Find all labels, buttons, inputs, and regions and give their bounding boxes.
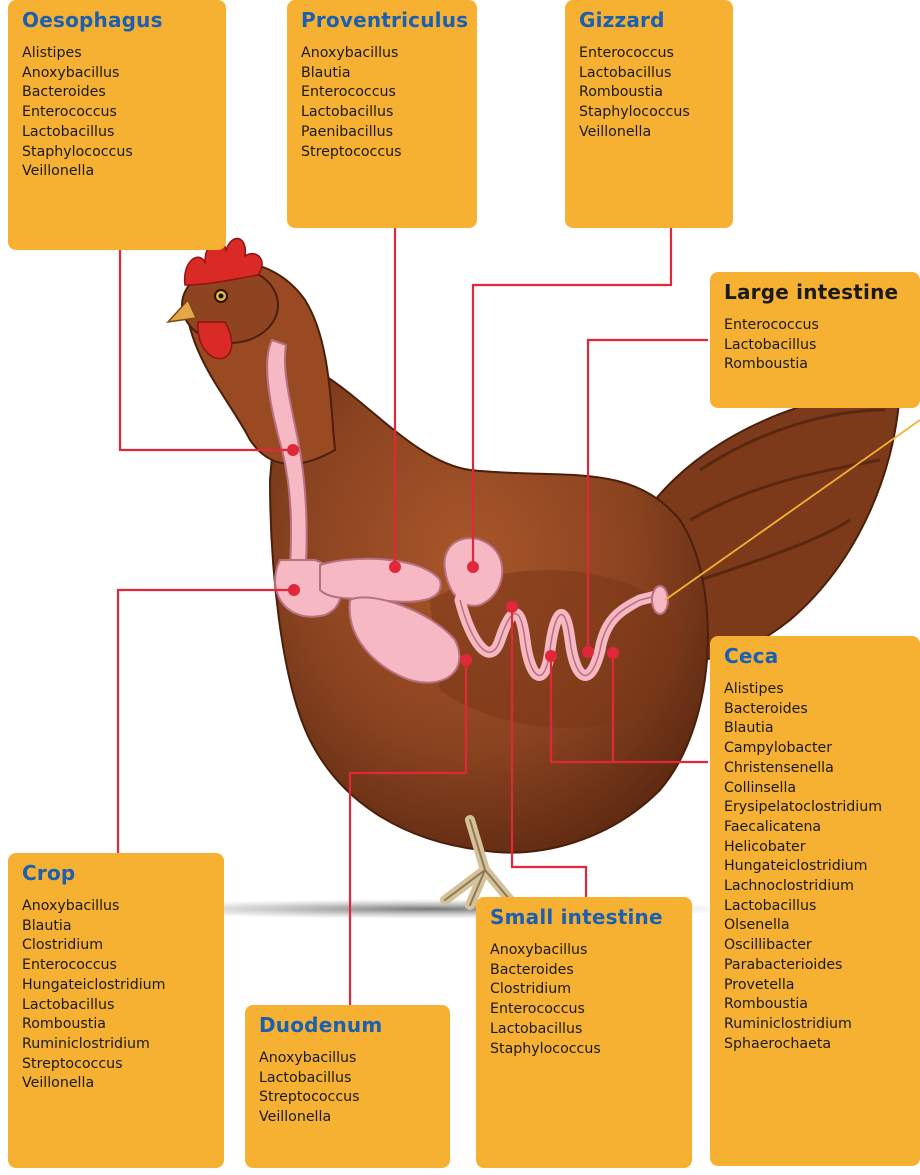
bacteria-item: Romboustia bbox=[579, 83, 719, 103]
bacteria-item: Faecalicatena bbox=[724, 818, 906, 838]
small-intestine-title: Small intestine bbox=[490, 905, 678, 929]
bacteria-item: Lactobacillus bbox=[490, 1020, 678, 1040]
bacteria-item: Ruminiclostridium bbox=[724, 1015, 906, 1035]
bacteria-item: Anoxybacillus bbox=[22, 64, 212, 84]
bacteria-item: Campylobacter bbox=[724, 739, 906, 759]
bacteria-item: Parabacterioides bbox=[724, 956, 906, 976]
bacteria-item: Veillonella bbox=[259, 1108, 436, 1128]
bacteria-item: Bacteroides bbox=[490, 961, 678, 981]
bacteria-item: Hungateiclostridium bbox=[724, 857, 906, 877]
bacteria-item: Lactobacillus bbox=[22, 123, 212, 143]
bacteria-item: Enterococcus bbox=[22, 956, 210, 976]
bacteria-item: Clostridium bbox=[490, 980, 678, 1000]
large-intestine-title: Large intestine bbox=[724, 280, 906, 304]
bacteria-item: Bacteroides bbox=[22, 83, 212, 103]
bacteria-item: Anoxybacillus bbox=[490, 941, 678, 961]
bacteria-item: Lactobacillus bbox=[259, 1069, 436, 1089]
bacteria-item: Staphylococcus bbox=[22, 143, 212, 163]
bacteria-item: Helicobater bbox=[724, 838, 906, 858]
crop-title: Crop bbox=[22, 861, 210, 885]
bacteria-item: Enterococcus bbox=[301, 83, 463, 103]
bacteria-item: Alistipes bbox=[22, 44, 212, 64]
bacteria-item: Enterococcus bbox=[724, 316, 906, 336]
bacteria-item: Clostridium bbox=[22, 936, 210, 956]
bacteria-item: Alistipes bbox=[724, 680, 906, 700]
bacteria-item: Blautia bbox=[301, 64, 463, 84]
bacteria-item: Lactobacillus bbox=[724, 897, 906, 917]
bacteria-item: Romboustia bbox=[724, 995, 906, 1015]
bacteria-item: Enterococcus bbox=[22, 103, 212, 123]
bacteria-item: Veillonella bbox=[22, 1074, 210, 1094]
bacteria-item: Enterococcus bbox=[490, 1000, 678, 1020]
bacteria-item: Blautia bbox=[22, 917, 210, 937]
bacteria-item: Collinsella bbox=[724, 779, 906, 799]
bacteria-item: Olsenella bbox=[724, 916, 906, 936]
bacteria-item: Romboustia bbox=[724, 355, 906, 375]
bacteria-item: Veillonella bbox=[579, 123, 719, 143]
bacteria-item: Lactobacillus bbox=[22, 996, 210, 1016]
bacteria-item: Streptococcus bbox=[22, 1055, 210, 1075]
gizzard-title: Gizzard bbox=[579, 8, 719, 32]
bacteria-item: Lactobacillus bbox=[301, 103, 463, 123]
proventriculus-title: Proventriculus bbox=[301, 8, 463, 32]
bacteria-item: Veillonella bbox=[22, 162, 212, 182]
bacteria-item: Lactobacillus bbox=[579, 64, 719, 84]
duodenum-title: Duodenum bbox=[259, 1013, 436, 1037]
bacteria-item: Staphylococcus bbox=[490, 1040, 678, 1060]
bacteria-item: Paenibacillus bbox=[301, 123, 463, 143]
bacteria-item: Lachnoclostridium bbox=[724, 877, 906, 897]
bacteria-item: Anoxybacillus bbox=[301, 44, 463, 64]
bacteria-item: Erysipelatoclostridium bbox=[724, 798, 906, 818]
bacteria-item: Streptococcus bbox=[301, 143, 463, 163]
ceca-title: Ceca bbox=[724, 644, 906, 668]
bacteria-item: Christensenella bbox=[724, 759, 906, 779]
bacteria-item: Staphylococcus bbox=[579, 103, 719, 123]
bacteria-item: Ruminiclostridium bbox=[22, 1035, 210, 1055]
bacteria-item: Lactobacillus bbox=[724, 336, 906, 356]
bacteria-item: Blautia bbox=[724, 719, 906, 739]
bacteria-item: Provetella bbox=[724, 976, 906, 996]
bacteria-item: Oscillibacter bbox=[724, 936, 906, 956]
bacteria-item: Bacteroides bbox=[724, 700, 906, 720]
bacteria-item: Enterococcus bbox=[579, 44, 719, 64]
bacteria-item: Romboustia bbox=[22, 1015, 210, 1035]
bacteria-item: Sphaerochaeta bbox=[724, 1035, 906, 1055]
bacteria-item: Hungateiclostridium bbox=[22, 976, 210, 996]
crop-leader bbox=[118, 590, 294, 853]
oesophagus-title: Oesophagus bbox=[22, 8, 212, 32]
bacteria-item: Anoxybacillus bbox=[22, 897, 210, 917]
bacteria-item: Anoxybacillus bbox=[259, 1049, 436, 1069]
bacteria-item: Streptococcus bbox=[259, 1088, 436, 1108]
